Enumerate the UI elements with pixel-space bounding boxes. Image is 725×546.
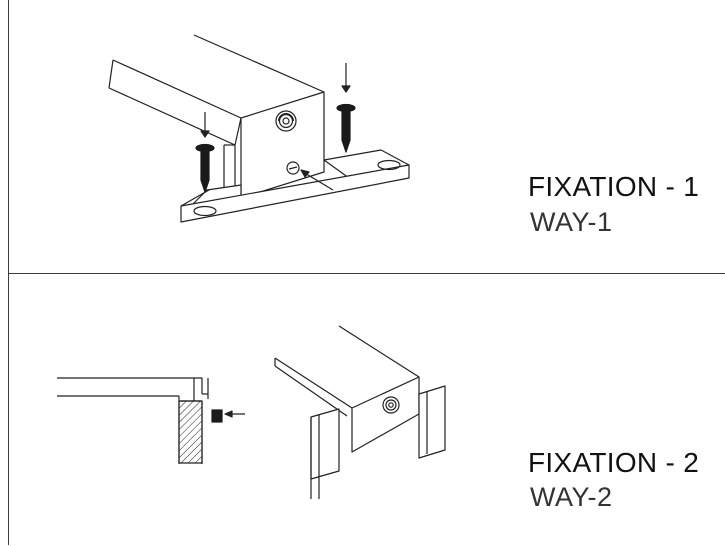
- fixation-2-subtitle: WAY-2: [530, 482, 613, 512]
- section-view: [57, 377, 209, 464]
- screw-icon: [195, 112, 215, 193]
- side-hole: [286, 161, 300, 175]
- fixation-1-drawing: [108, 34, 410, 223]
- base-plate: [180, 149, 410, 223]
- fixation-1-subtitle: WAY-1: [530, 207, 613, 237]
- fixation-1-title: FIXATION - 1: [528, 171, 700, 202]
- fixation-2-title: FIXATION - 2: [528, 447, 700, 478]
- screw-icon: [336, 63, 356, 153]
- arrow-icon: [224, 410, 245, 418]
- grub-screw-icon: [211, 409, 223, 423]
- fixation-2-panel: FIXATION - 2 WAY-2: [8, 273, 725, 545]
- bracket-3d-view: [274, 325, 446, 499]
- fixation-1-panel: FIXATION - 1 WAY-1: [8, 0, 725, 274]
- fixation-2-drawing: [57, 325, 446, 499]
- threaded-hole: [275, 110, 297, 132]
- rail-bar: [108, 34, 325, 146]
- arrow-icon: [300, 169, 334, 191]
